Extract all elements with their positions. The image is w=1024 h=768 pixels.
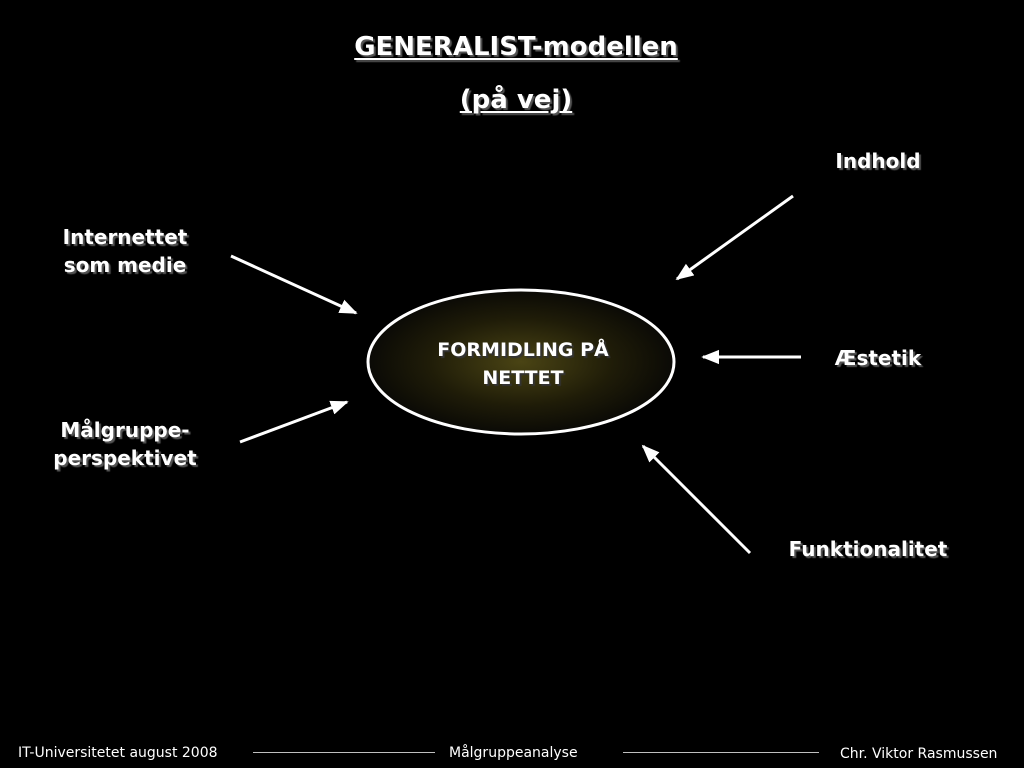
footer-topic: Målgruppeanalyse — [449, 745, 578, 761]
arrow-from-malgruppe — [239, 400, 349, 444]
arrow-from-funktionalitet — [641, 444, 752, 555]
factor-aestetik: Æstetik — [834, 346, 922, 370]
center-label-line2: NETTET — [482, 367, 564, 389]
arrow-from-internettet — [230, 254, 358, 315]
factor-internettet: Internettet som medie — [35, 223, 215, 279]
arrow-from-indhold — [675, 194, 794, 281]
factor-malgruppe: Målgruppe- perspektivet — [30, 416, 220, 472]
factor-malgruppe-line1: Målgruppe- — [60, 418, 190, 442]
footer-author: Chr. Viktor Rasmussen — [840, 746, 998, 762]
factor-internettet-line1: Internettet — [62, 225, 188, 249]
footer-divider-left — [253, 752, 435, 753]
slide-title: GENERALIST-modellen — [354, 32, 678, 62]
factor-funktionalitet: Funktionalitet — [788, 537, 948, 561]
footer-institution: IT-Universitetet august 2008 — [18, 745, 218, 761]
factor-internettet-line2: som medie — [63, 253, 187, 277]
center-ellipse — [366, 288, 676, 436]
factor-malgruppe-line2: perspektivet — [53, 446, 197, 470]
factor-indhold: Indhold — [835, 149, 921, 173]
center-label: FORMIDLING PÅ NETTET — [380, 336, 666, 392]
center-label-line1: FORMIDLING PÅ — [437, 339, 609, 361]
slide-subtitle: (på vej) — [459, 85, 573, 115]
footer-divider-right — [623, 752, 819, 753]
